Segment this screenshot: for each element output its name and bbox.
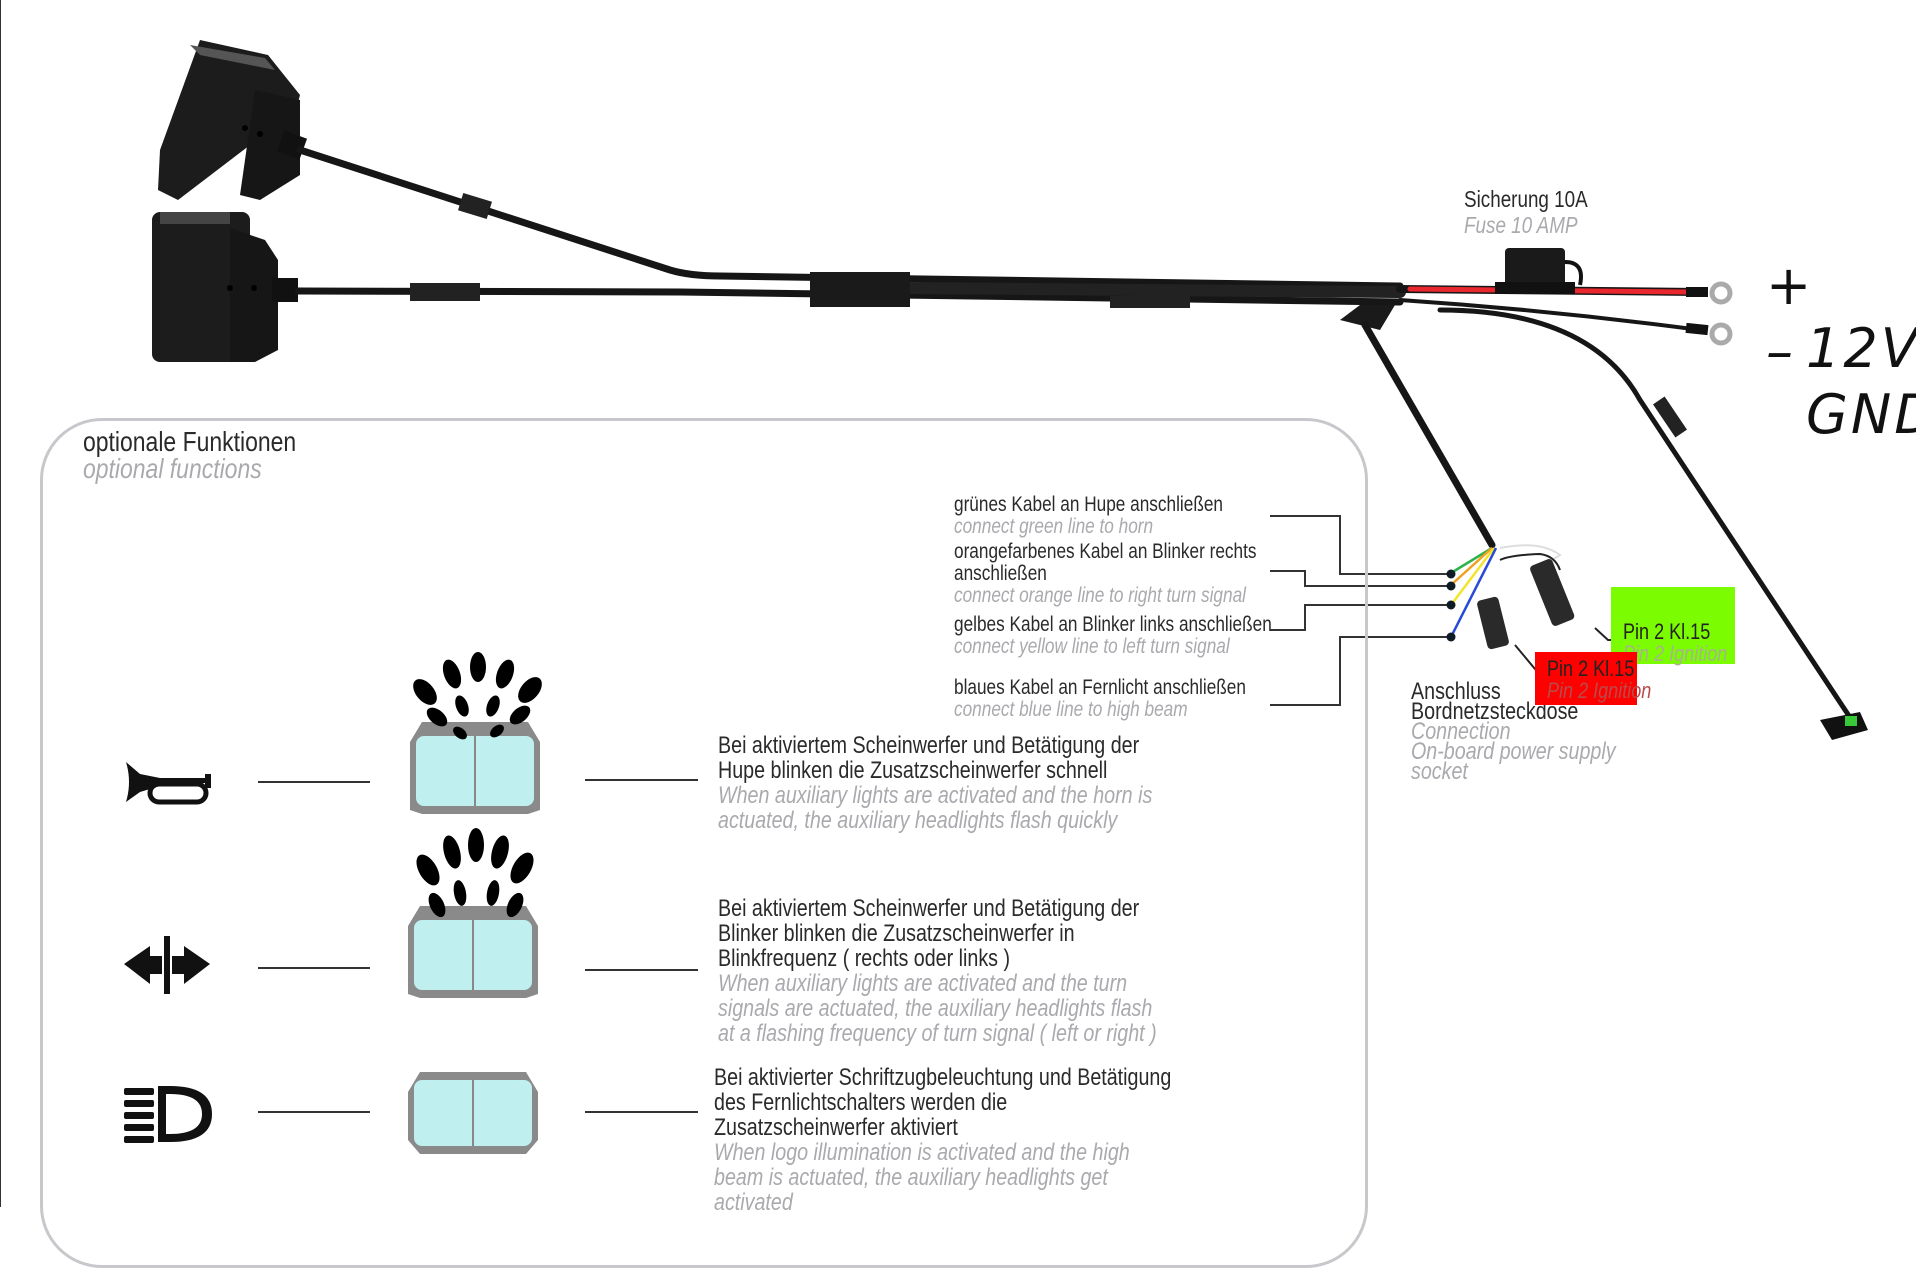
function-desc-de: Bei aktivierter Schriftzugbeleuchtung un…	[714, 1064, 1172, 1091]
function-desc-de: Bei aktiviertem Scheinwerfer und Betätig…	[718, 732, 1140, 759]
wiring-harness-illustration	[124, 40, 1868, 1154]
aux-light-icons	[408, 722, 540, 1154]
leader-lines	[1270, 515, 1451, 706]
optional-functions-en: optional functions	[83, 453, 262, 484]
auxiliary-light-lower	[152, 212, 298, 362]
cable-bundle	[294, 146, 1868, 740]
function-desc-horn: Bei aktiviertem Scheinwerfer und Betätig…	[718, 733, 1248, 833]
wire-label-orange-de-2: anschließen	[954, 562, 1047, 585]
socket-label-en-1: Connection	[1411, 718, 1511, 745]
function-desc-en: at a flashing frequency of turn signal (…	[718, 1020, 1157, 1047]
wire-label-green-de: grünes Kabel an Hupe anschließen	[954, 493, 1224, 516]
wire-label-orange-de-1: orangefarbenes Kabel an Blinker rechts	[954, 540, 1257, 563]
wire-terminals	[1446, 569, 1456, 642]
pin-label-en: Pin 2 Ignition	[1547, 678, 1652, 703]
fuse-label-en: Fuse 10 AMP	[1464, 212, 1578, 238]
negative-terminal-label: – GND	[1766, 320, 1916, 446]
aux-light-flash-turn	[408, 906, 538, 998]
wire-label-blue-de: blaues Kabel an Fernlicht anschließen	[954, 676, 1246, 699]
pin-highlight-red: Pin 2 Kl.15 Pin 2 Ignition	[1535, 652, 1651, 705]
positive-terminal-label: + 12V	[1766, 254, 1916, 380]
minus-symbol: –	[1766, 320, 1796, 383]
function-connector-lines	[258, 779, 698, 1113]
wire-yellow	[1450, 547, 1495, 606]
turn-signal-icon	[124, 936, 210, 994]
function-desc-en: actuated, the auxiliary headlights flash…	[718, 807, 1118, 834]
function-desc-de: Zusatzscheinwerfer aktiviert	[714, 1114, 958, 1141]
flash-rays-fast	[413, 652, 542, 740]
wire-label-green-en: connect green line to horn	[954, 515, 1154, 538]
wire-green	[1450, 546, 1493, 575]
function-desc-en: signals are actuated, the auxiliary head…	[718, 995, 1153, 1022]
horn-icon	[126, 762, 211, 805]
aux-light-on	[408, 1072, 538, 1154]
fuse-label: Sicherung 10A Fuse 10 AMP	[1464, 186, 1615, 238]
ground-gnd: GND	[1806, 383, 1916, 446]
voltage-12v: 12V	[1806, 317, 1916, 380]
socket-label-de-1: Anschluss	[1411, 678, 1501, 705]
pin-highlight-green: Pin 2 Kl.15 Pin 2 Ignition	[1611, 587, 1735, 666]
function-desc-en: When auxiliary lights are activated and …	[718, 782, 1153, 809]
function-desc-en: activated	[714, 1189, 793, 1216]
pin-label-de: Pin 2 Kl.15	[1623, 619, 1711, 644]
function-desc-de: Bei aktiviertem Scheinwerfer und Betätig…	[718, 895, 1140, 922]
plus-symbol: +	[1766, 254, 1815, 317]
wire-label-yellow: gelbes Kabel an Blinker links anschließe…	[954, 614, 1342, 658]
function-desc-high-beam: Bei aktivierter Schriftzugbeleuchtung un…	[714, 1065, 1272, 1215]
aux-light-flash-fast	[410, 722, 540, 814]
high-beam-icon	[124, 1086, 212, 1143]
auxiliary-light-upper	[158, 40, 308, 200]
wire-label-blue: blaues Kabel an Fernlicht anschließen co…	[954, 677, 1310, 721]
signal-wires	[1449, 544, 1562, 638]
function-desc-turn-signal: Bei aktiviertem Scheinwerfer und Betätig…	[718, 896, 1253, 1046]
wire-label-orange: orangefarbenes Kabel an Blinker rechts a…	[954, 541, 1323, 607]
function-desc-de: des Fernlichtschalters werden die	[714, 1089, 1008, 1116]
socket-label-en-2: On-board power supply	[1411, 738, 1616, 765]
wire-label-orange-en: connect orange line to right turn signal	[954, 584, 1246, 607]
pin-label-en: Pin 2 Ignition	[1623, 641, 1728, 666]
wire-label-yellow-de: gelbes Kabel an Blinker links anschließe…	[954, 613, 1272, 636]
wire-orange	[1450, 547, 1493, 586]
socket-label-en-3: socket	[1411, 758, 1468, 785]
function-desc-en: beam is actuated, the auxiliary headligh…	[714, 1164, 1108, 1191]
function-desc-de: Hupe blinken die Zusatzscheinwerfer schn…	[718, 757, 1108, 784]
flash-rays-turn	[416, 828, 534, 918]
fuse-holder	[1495, 248, 1583, 294]
pin-label-de: Pin 2 Kl.15	[1547, 656, 1635, 681]
wire-label-blue-en: connect blue line to high beam	[954, 698, 1188, 721]
optional-functions-de: optionale Funktionen	[83, 426, 297, 457]
wire-blue	[1449, 547, 1498, 638]
function-desc-de: Blinker blinken die Zusatzscheinwerfer i…	[718, 920, 1075, 947]
fuse-label-de: Sicherung 10A	[1464, 186, 1588, 212]
optional-functions-heading: optionale Funktionen optional functions	[83, 426, 343, 484]
page-left-border	[0, 0, 1, 1207]
wire-label-green: grünes Kabel an Hupe anschließen connect…	[954, 494, 1282, 538]
wire-label-yellow-en: connect yellow line to left turn signal	[954, 635, 1230, 658]
function-desc-de: Blinkfrequenz ( rechts oder links )	[718, 945, 1011, 972]
function-desc-en: When logo illumination is activated and …	[714, 1139, 1130, 1166]
function-desc-en: When auxiliary lights are activated and …	[718, 970, 1128, 997]
